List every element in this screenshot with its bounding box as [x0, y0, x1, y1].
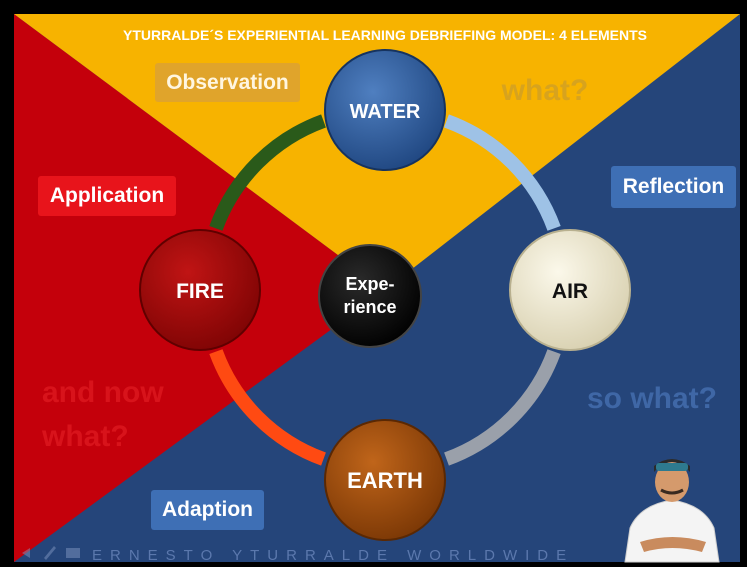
label-application: Application	[38, 176, 176, 216]
air-node	[509, 229, 631, 351]
earth-label: EARTH	[347, 468, 423, 493]
fire-label: FIRE	[176, 280, 224, 303]
label-adaption: Adaption	[151, 490, 264, 530]
pen-icon[interactable]	[44, 546, 56, 560]
experience-node	[318, 244, 422, 348]
label-application-text: Application	[49, 184, 165, 207]
page-title: YTURRALDE´S EXPERIENTIAL LEARNING DEBRIE…	[123, 27, 647, 43]
label-reflection-text: Reflection	[622, 175, 725, 198]
menu-icon[interactable]	[66, 548, 80, 558]
label-observation: Observation	[155, 63, 300, 102]
label-adaption-text: Adaption	[162, 498, 253, 521]
experience-label-line1: Expe-	[345, 274, 394, 294]
presenter-figure	[624, 459, 720, 563]
footer-brand: ERNESTO YTURRALDE WORLDWIDE	[92, 547, 574, 564]
question-and-now-line1: and now	[42, 376, 164, 409]
arc-water-air	[444, 114, 561, 231]
label-observation-text: Observation	[166, 70, 289, 94]
label-reflection: Reflection	[611, 166, 736, 208]
slide-toolbar	[22, 546, 80, 560]
water-label: WATER	[350, 101, 421, 123]
air-label: AIR	[552, 280, 588, 303]
experience-label-line2: rience	[343, 297, 396, 317]
question-so-what: so what?	[587, 382, 717, 415]
arc-fire-earth	[209, 349, 326, 466]
arc-water-fire	[209, 114, 326, 231]
question-and-now-line2: what?	[41, 420, 129, 453]
arc-air-earth	[444, 349, 561, 466]
back-arrow-icon[interactable]	[22, 548, 30, 558]
fire-node	[139, 229, 261, 351]
water-node	[324, 49, 446, 171]
question-what: what?	[501, 74, 589, 107]
earth-node	[324, 419, 446, 541]
